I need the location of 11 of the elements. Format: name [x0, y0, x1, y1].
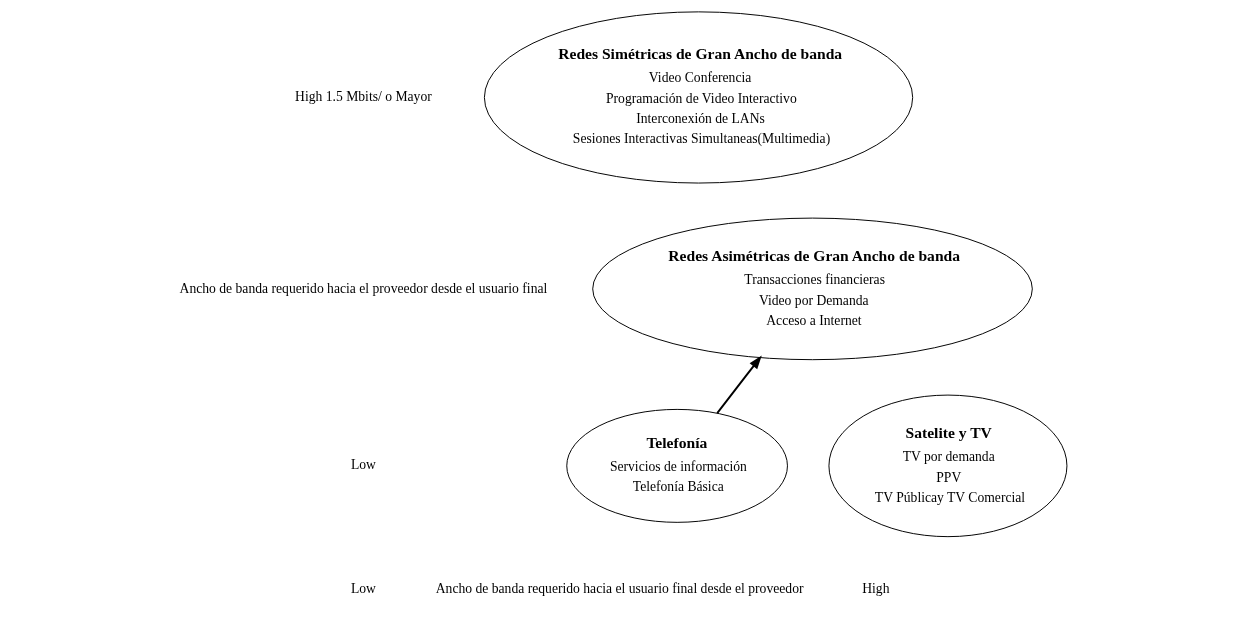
- label: High: [861, 581, 889, 597]
- label: Low: [350, 457, 376, 473]
- label: Ancho de banda requerido hacia el proveedor desde el usuario final: [179, 280, 547, 296]
- label: High 1.5 Mbits/ o Mayor: [294, 89, 432, 105]
- node-ellipse: Redes Asimétricas de Gran Ancho de banda Transacciones financieras Video por Demanda Acceso a Internet: [591, 217, 1033, 361]
- label: Low: [350, 581, 376, 597]
- arrow: [715, 355, 762, 414]
- node-ellipse: Telefonía Servicios de información Telefonía Básica: [565, 408, 788, 523]
- node-ellipse: Satelite y TV TV por demanda PPV TV Públicay TV Comercial: [827, 394, 1067, 538]
- node-ellipse: Redes Simétricas de Gran Ancho de banda Video Conferencia Programación de Video Interactivo Interconexión de LANs Sesiones Interactivas Simultaneas(Multimedia): [483, 11, 913, 184]
- label: Ancho de banda requerido hacia el usuario final desde el proveedor: [435, 581, 803, 597]
